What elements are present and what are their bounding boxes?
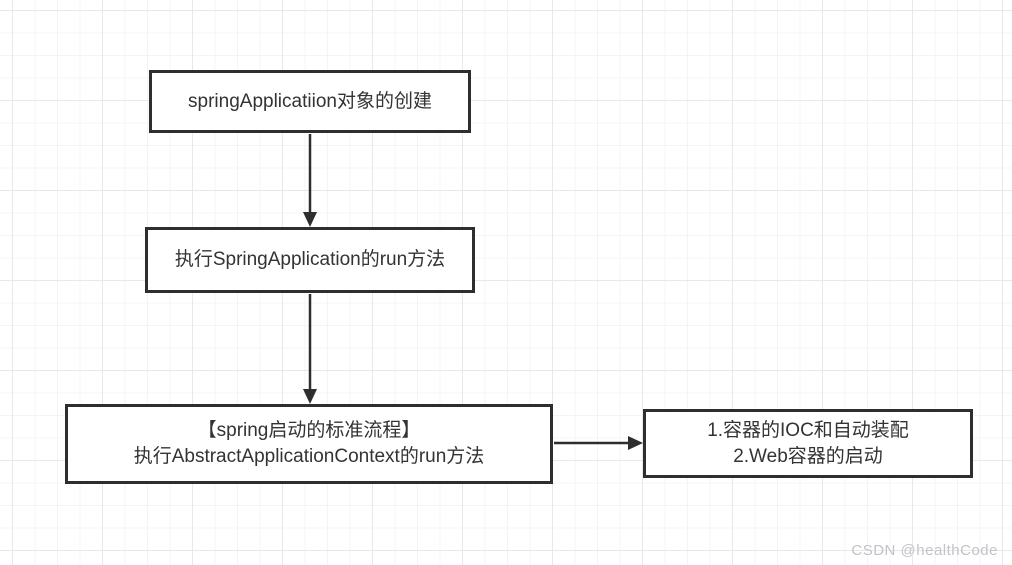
watermark: CSDN @healthCode bbox=[851, 542, 998, 559]
node-label-line: 执行SpringApplication的run方法 bbox=[174, 249, 446, 270]
flow-node-run-spring-application: 执行SpringApplication的run方法 bbox=[145, 227, 475, 293]
flow-node-standard-startup-flow: 【spring启动的标准流程】 执行AbstractApplicationCon… bbox=[65, 404, 553, 484]
node-label-line: 2.Web容器的启动 bbox=[733, 445, 883, 467]
node-label-line: 【spring启动的标准流程】 bbox=[197, 420, 421, 441]
flow-node-ioc-and-web-container: 1.容器的IOC和自动装配 2.Web容器的启动 bbox=[643, 409, 973, 478]
node-label-line: springApplicatiion对象的创建 bbox=[188, 90, 432, 112]
node-label-line: 执行AbstractApplicationContext的run方法 bbox=[133, 446, 485, 467]
flow-node-create-spring-application: springApplicatiion对象的创建 bbox=[149, 70, 471, 133]
node-label-line: 1.容器的IOC和自动装配 bbox=[707, 419, 909, 441]
